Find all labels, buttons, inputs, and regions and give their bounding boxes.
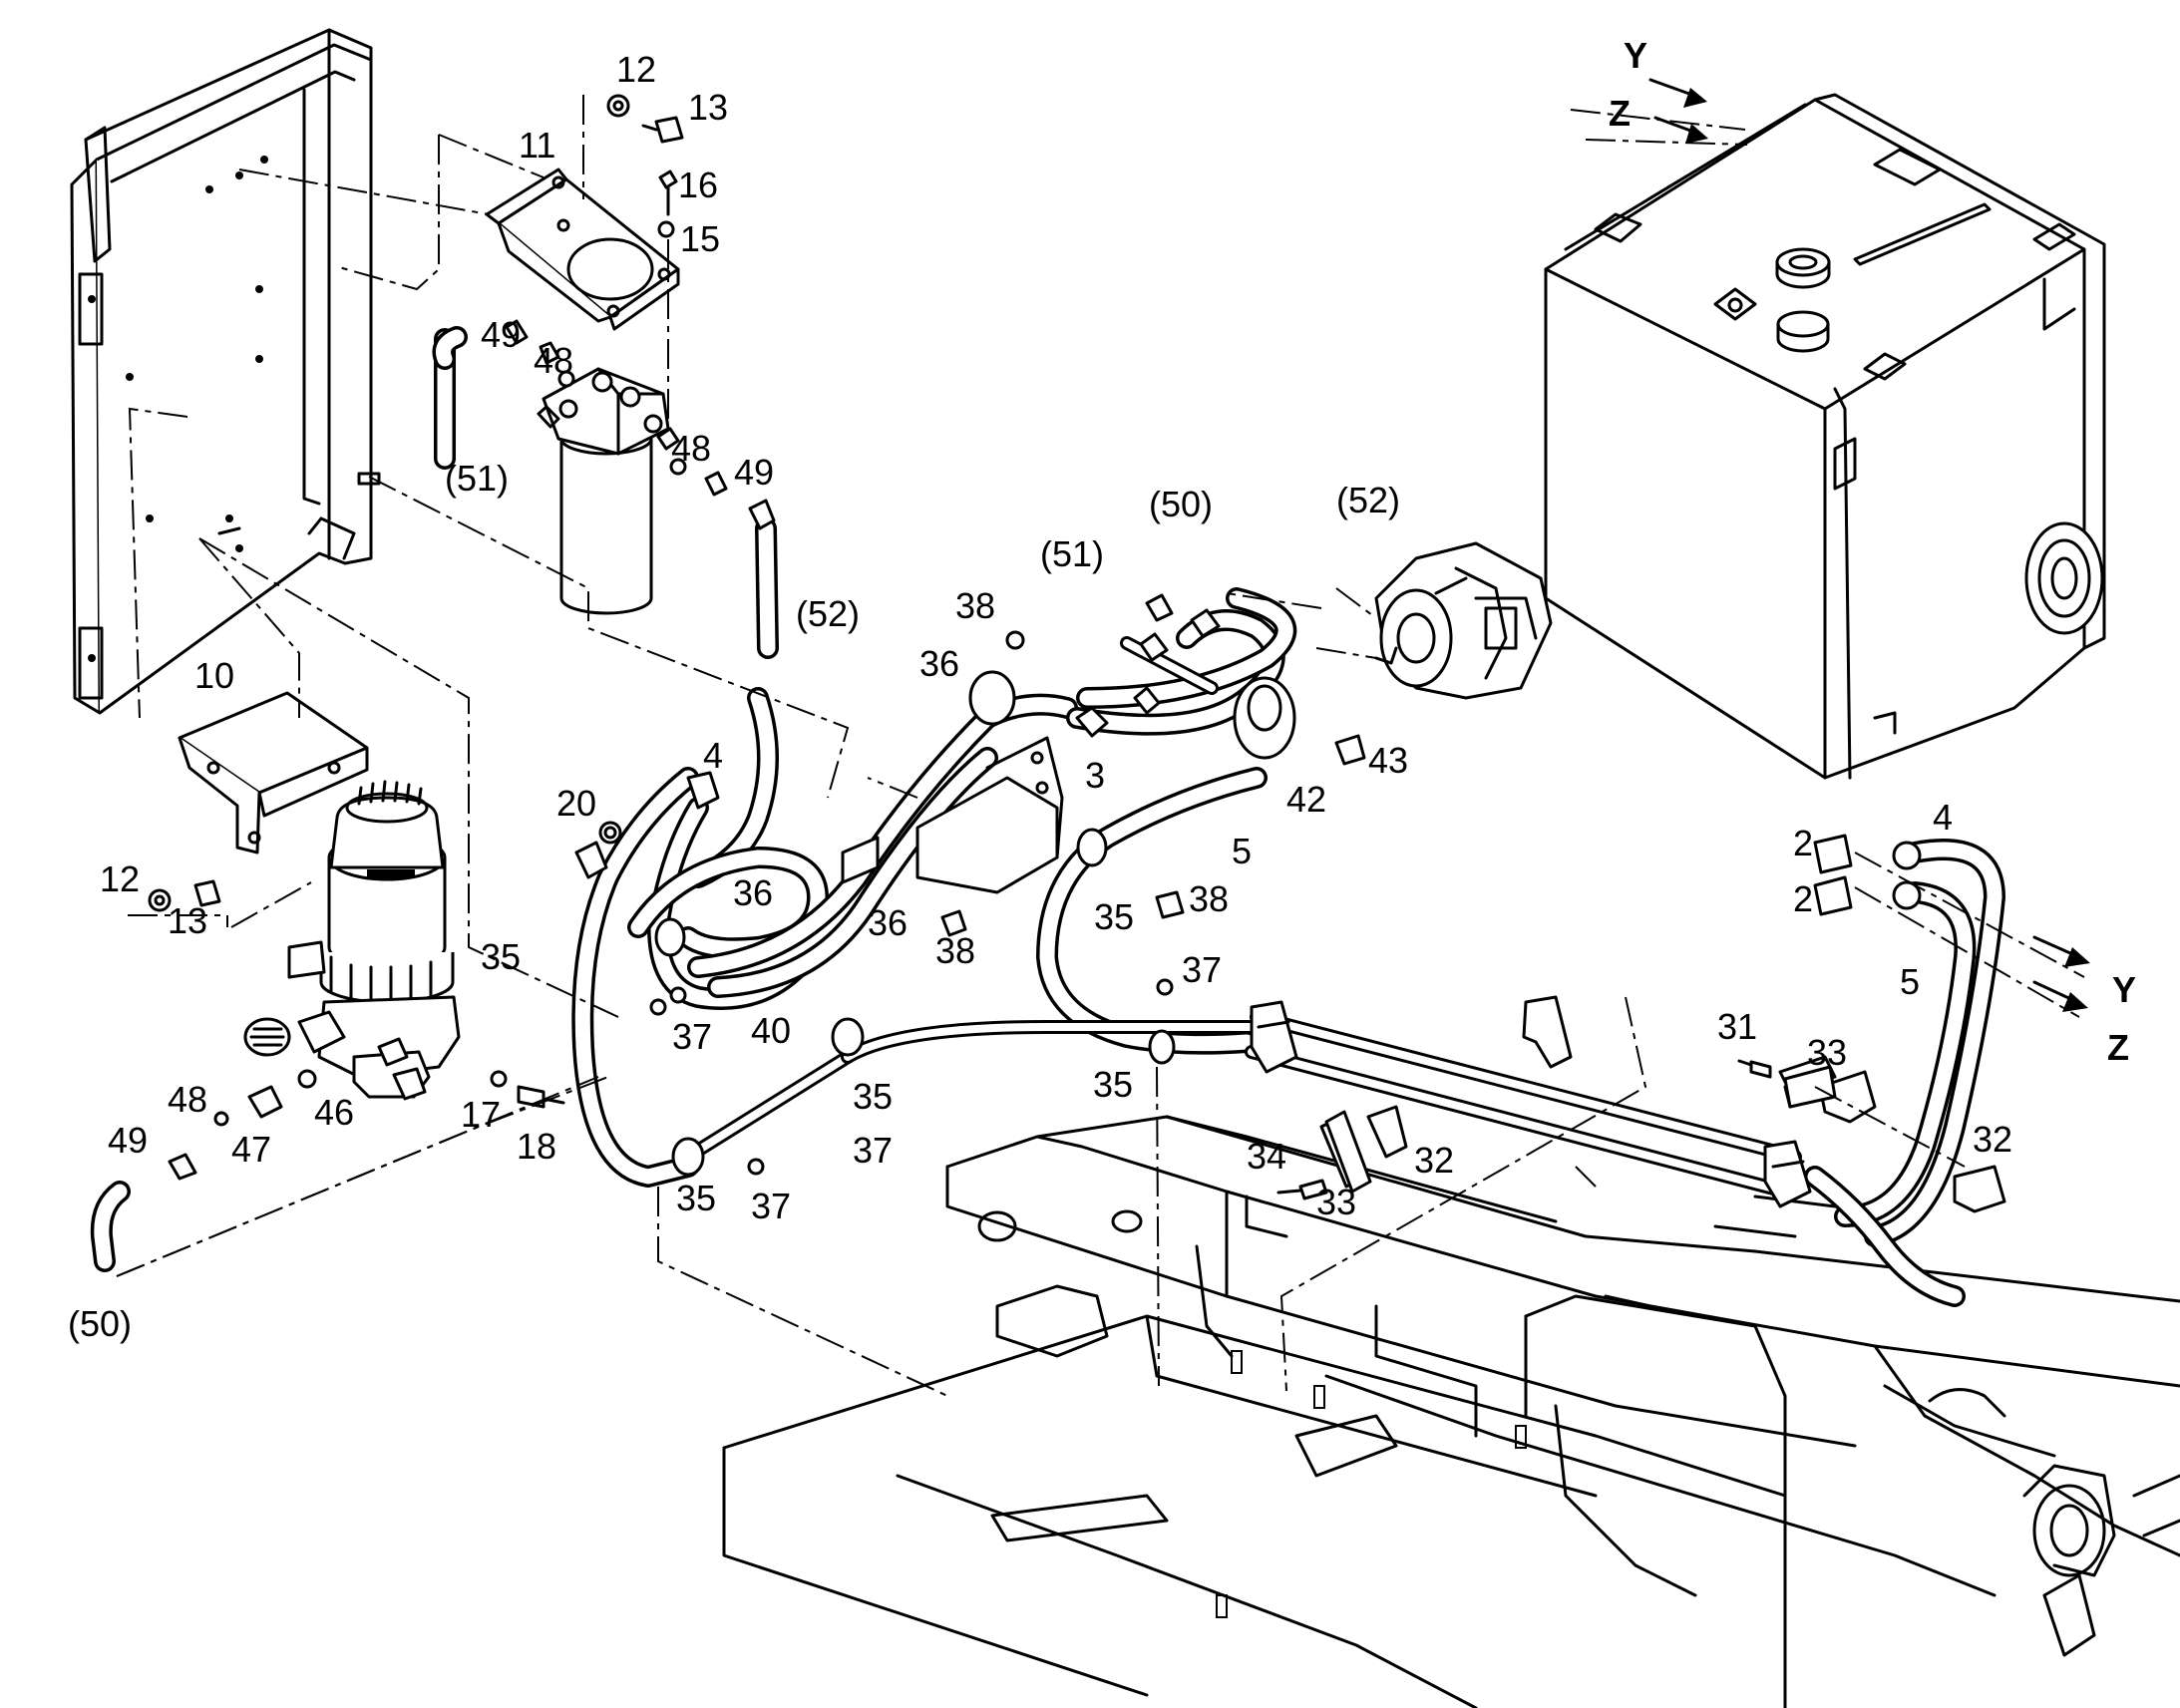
callout-36: 36 (733, 872, 773, 913)
view-arrows (1648, 78, 2090, 1012)
hydraulic-tank (1544, 93, 2106, 780)
callout-32: 32 (1414, 1140, 1454, 1181)
callout-13: 13 (688, 87, 728, 128)
callout-5: 5 (1900, 961, 1920, 1002)
callout-37: 37 (751, 1186, 791, 1226)
callout-20: 20 (556, 783, 596, 824)
view-marker-z-right: Z (2107, 1027, 2129, 1068)
callout-11: 11 (519, 125, 555, 166)
callout-2: 2 (1793, 878, 1813, 919)
callout-49: 49 (481, 314, 521, 355)
callout-4: 4 (703, 735, 723, 776)
callout-38: 38 (935, 930, 975, 971)
callout-5: 5 (1232, 831, 1252, 871)
callout-17: 17 (461, 1094, 501, 1135)
callout-46: 46 (314, 1092, 354, 1133)
callout-52: (52) (796, 593, 860, 634)
callout-35: 35 (1093, 1064, 1133, 1105)
callout-3: 3 (1085, 755, 1105, 796)
callouts: 12 13 11 16 15 49 48 (51) 48 49 (52) (50… (68, 49, 2012, 1344)
callout-35: 35 (676, 1178, 716, 1218)
callout-13: 13 (168, 900, 207, 941)
callout-15: 15 (680, 218, 720, 259)
callout-33: 33 (1807, 1032, 1847, 1073)
callout-34: 34 (1247, 1136, 1286, 1177)
view-markers: Y Z Y Z (1609, 35, 2136, 1068)
callout-43: 43 (1368, 740, 1408, 781)
view-marker-y-top: Y (1624, 35, 1647, 76)
fittings (148, 94, 1922, 1200)
mounting-panel (70, 28, 381, 715)
callout-38: 38 (955, 585, 995, 626)
fuel-hoses (90, 326, 2005, 1307)
callout-37: 37 (672, 1016, 712, 1057)
view-marker-y-right: Y (2112, 969, 2136, 1010)
callout-35: 35 (853, 1076, 893, 1117)
callout-12: 12 (100, 858, 140, 899)
callout-31: 31 (1717, 1006, 1757, 1047)
callout-32: 32 (1973, 1119, 2012, 1160)
callout-37: 37 (853, 1130, 893, 1171)
fuel-pipes (681, 636, 1802, 1198)
fuel-filter-upper (537, 367, 680, 615)
callout-35: 35 (1094, 896, 1134, 937)
callout-51: (51) (1040, 533, 1104, 574)
callout-42: 42 (1286, 779, 1326, 820)
callout-51: (51) (445, 458, 509, 499)
callout-50: (50) (1149, 484, 1213, 524)
callout-48: 48 (671, 428, 711, 469)
callout-36: 36 (868, 902, 908, 943)
callout-47: 47 (231, 1129, 271, 1170)
callout-12: 12 (616, 49, 656, 90)
callout-18: 18 (517, 1126, 556, 1167)
view-marker-z-top: Z (1609, 93, 1631, 134)
bracket-11 (485, 168, 680, 331)
callout-37: 37 (1182, 949, 1222, 990)
callout-35: 35 (481, 936, 521, 977)
callout-48: 48 (168, 1079, 207, 1120)
callout-2: 2 (1793, 823, 1813, 863)
callout-38: 38 (1189, 878, 1229, 919)
callout-4: 4 (1933, 797, 1953, 838)
callout-49: 49 (734, 452, 774, 493)
callout-48: 48 (534, 340, 573, 381)
p-clamps (654, 670, 1296, 1177)
callout-52: (52) (1336, 480, 1400, 520)
injection-pump (1374, 541, 1553, 700)
callout-50: (50) (68, 1303, 132, 1344)
bracket-10 (178, 691, 369, 854)
callout-40: 40 (751, 1010, 791, 1051)
callout-33: 33 (1316, 1182, 1356, 1222)
callout-49: 49 (108, 1120, 148, 1161)
pipe-clamps (915, 736, 2006, 1213)
chassis-frame (722, 1115, 2180, 1708)
callout-36: 36 (919, 643, 959, 684)
callout-16: 16 (678, 165, 718, 205)
water-separator (243, 780, 461, 1101)
callout-10: 10 (194, 655, 234, 696)
